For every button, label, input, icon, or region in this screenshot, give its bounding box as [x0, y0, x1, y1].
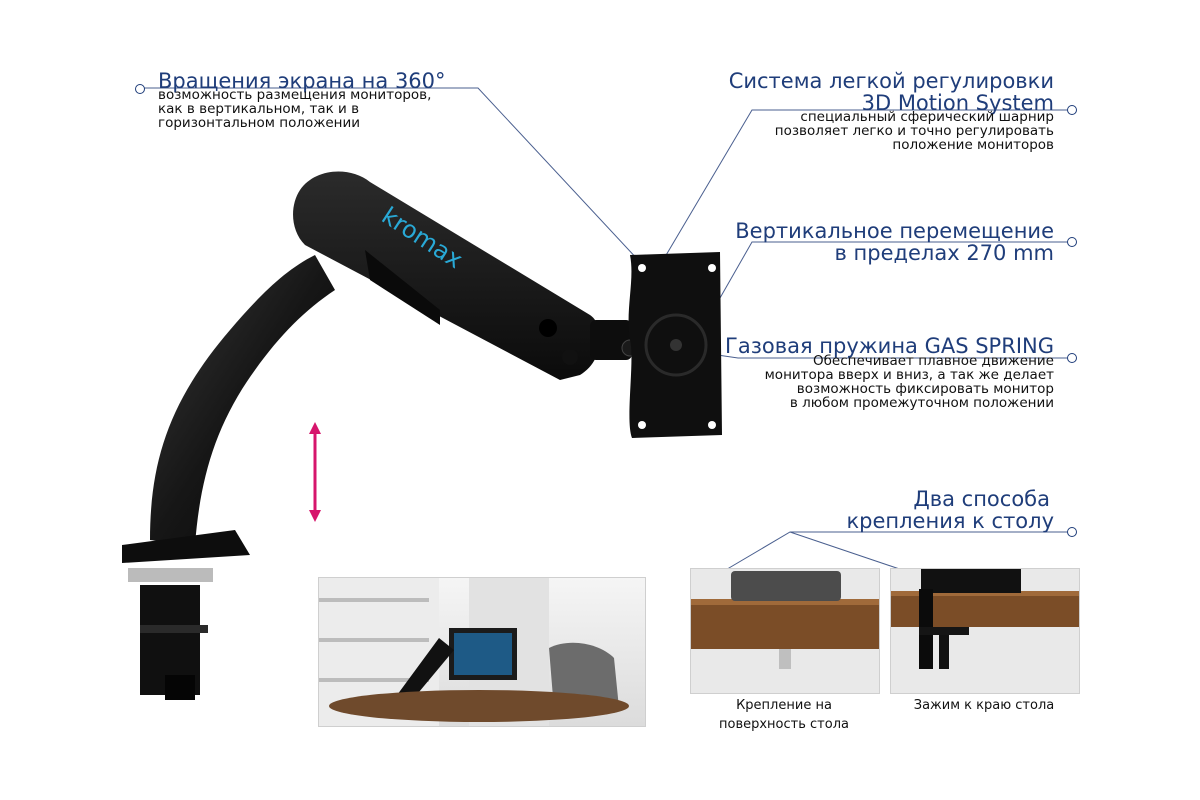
vertical-dot: [1067, 237, 1077, 247]
gas-dot: [1067, 353, 1077, 363]
mount-dot: [1067, 527, 1077, 537]
clamp-caption: Зажим к краю стола: [913, 698, 1055, 713]
surface-mount-caption: Крепление на поверхность стола: [719, 698, 849, 732]
motion-dot: [1067, 105, 1077, 115]
gas-title: Газовая пружина GAS SPRING: [725, 334, 1054, 358]
motion-leader: [661, 109, 1072, 263]
office-photo: [318, 577, 646, 727]
upper-arm: [293, 171, 601, 380]
surface-mount-photo: [690, 568, 880, 694]
motion-desc: специальный сферический шарнир позволяет…: [774, 109, 1054, 153]
desk-base: [122, 530, 250, 563]
lower-arm: [150, 255, 335, 545]
rotation-title: Вращения экрана на 360°: [158, 69, 446, 93]
rotation-desc: возможность размещения мониторов, как в …: [158, 87, 432, 131]
clamp-photo: [890, 568, 1080, 694]
mount-title: Два способа крепления к столу: [846, 487, 1054, 533]
rotation-leader: [144, 87, 641, 263]
monitor-arm-illustration: kromax: [122, 171, 722, 700]
vertical-arrow: [309, 422, 321, 522]
motion-title: Система легкой регулировки 3D Motion Sys…: [728, 69, 1054, 115]
gas-desc: Обеспечивает плавное движение монитора в…: [764, 353, 1054, 411]
vertical-leader: [711, 241, 1072, 313]
rotation-dot: [135, 84, 145, 94]
vertical-title: Вертикальное перемещение в пределах 270 …: [735, 219, 1054, 265]
